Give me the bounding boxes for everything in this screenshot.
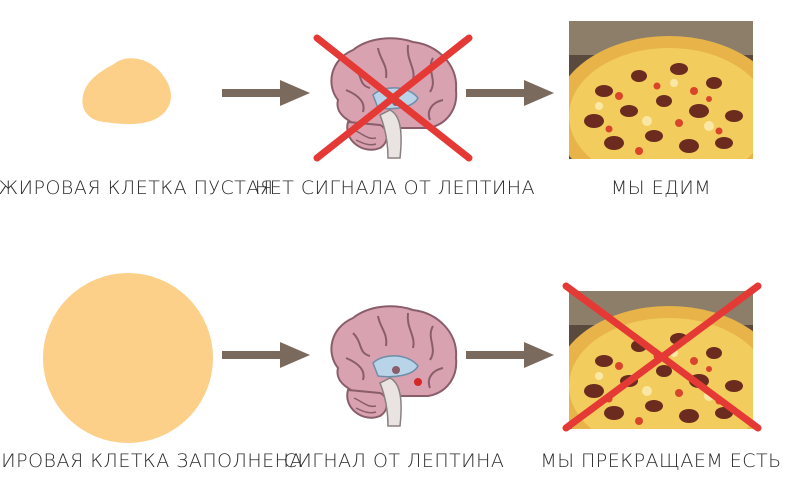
arrow-right-icon [222, 80, 310, 106]
empty-fat-cell [82, 58, 171, 125]
full-fat-cell-label: ЖИРОВАЯ КЛЕТКА ЗАПОЛНЕНА [0, 450, 303, 472]
leptin-signal-label: СИГНАЛ ОТ ЛЕПТИНА [283, 450, 505, 472]
cross-icon [562, 282, 762, 432]
we-eat-label: МЫ ЕДИМ [610, 177, 712, 199]
arrow-right-icon [466, 342, 554, 368]
no-leptin-signal-label: НЕТ СИГНАЛА ОТ ЛЕПТИНА [254, 177, 536, 199]
brain-icon [330, 305, 458, 427]
we-stop-eating-label: МЫ ПРЕКРАЩАЕМ ЕСТЬ [540, 450, 782, 472]
cross-icon [313, 34, 473, 162]
pizza-image [569, 21, 753, 159]
brain-icon [330, 37, 458, 159]
full-fat-cell [43, 273, 213, 443]
arrow-right-icon [222, 342, 310, 368]
empty-fat-cell-label: ЖИРОВАЯ КЛЕТКА ПУСТАЯ [0, 177, 274, 199]
arrow-right-icon [466, 80, 554, 106]
